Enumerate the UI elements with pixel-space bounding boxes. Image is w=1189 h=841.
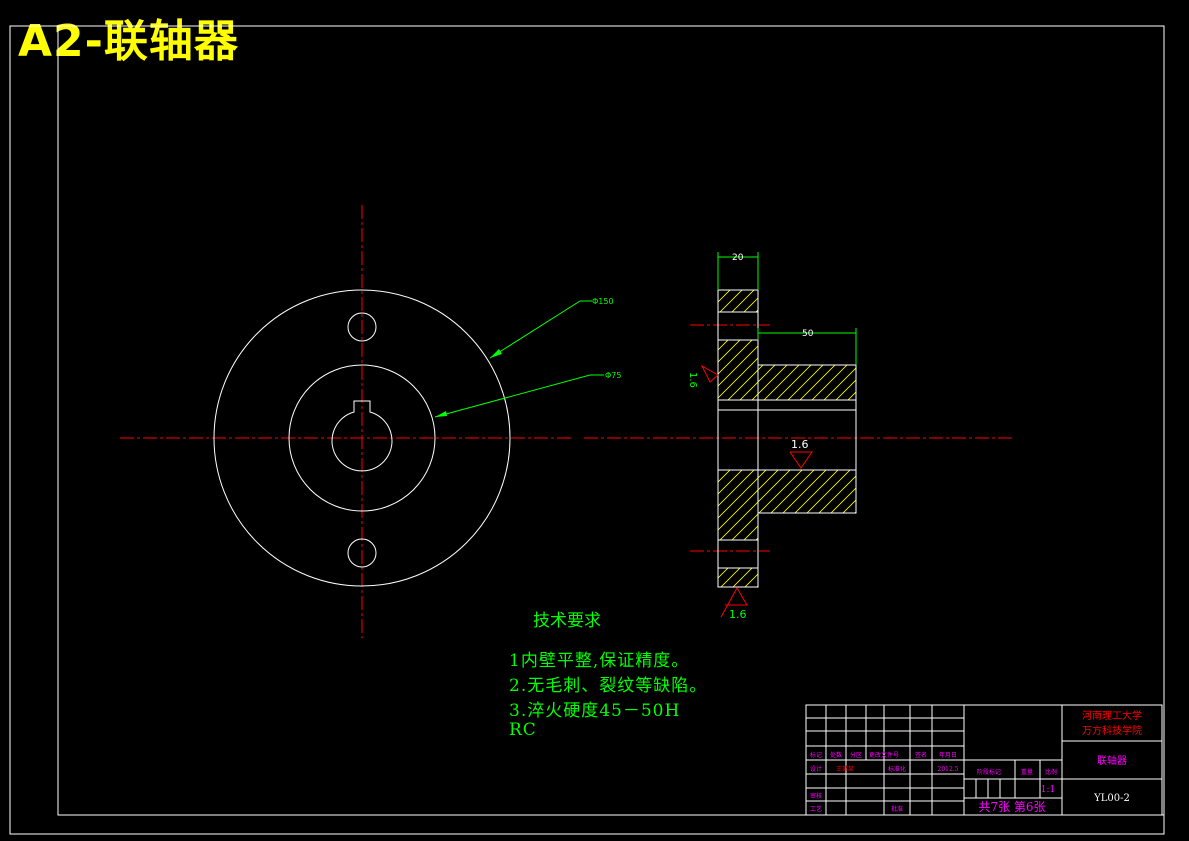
label-zone: 分区 [850, 751, 862, 759]
part-name: 联轴器 [1097, 754, 1127, 767]
leader-d150-arrow [490, 349, 502, 358]
outer-circle-d150 [213, 289, 511, 587]
bolt-hole-bottom [347, 538, 377, 568]
label-date: 年月日 [939, 751, 957, 759]
design-date: 2012.5 [938, 766, 959, 773]
dim-50-label: 50 [802, 329, 814, 339]
inner-frame [57, 25, 1165, 816]
bore-keyway [331, 400, 393, 472]
leader-d75-arrow [435, 411, 447, 417]
title-block [805, 704, 1163, 816]
leaders: Φ150 Φ75 [434, 297, 621, 418]
roughness-mid: 1.6 [789, 438, 813, 469]
hub-hatch-bottom [757, 469, 857, 514]
roughness-bottom-symbol [720, 586, 748, 618]
label-doc: 更改文件号 [869, 751, 899, 759]
roughness-left-value: 1.6 [687, 372, 698, 388]
label-approve: 批准 [891, 805, 903, 813]
label-stage: 阶段标记 [977, 768, 1001, 776]
flange-hatch-2 [717, 339, 759, 401]
bolt-hole-top [347, 312, 377, 342]
tech-req-line-1: 1内壁平整,保证精度。 [509, 651, 690, 671]
school-name-1: 河南理工大学 [1082, 709, 1142, 722]
leader-d150 [489, 300, 592, 359]
roughness-bottom-value: 1.6 [729, 608, 747, 621]
roughness-mid-value: 1.6 [791, 438, 809, 451]
title-block-text: 河南理工大学 万方科技学院 联轴器 YL00-2 标记 处数 分区 更改文件号 … [810, 709, 1142, 814]
sheet-info: 共7张 第6张 [978, 800, 1045, 814]
dim-d150-label: Φ150 [592, 297, 614, 306]
tech-req-line-2: 2.无毛刺、裂纹等缺陷。 [509, 676, 708, 696]
section-view: 20 50 1.6 1.6 1.6 [584, 252, 1012, 621]
label-weight: 重量 [1021, 768, 1033, 776]
label-design: 设计 [810, 765, 822, 773]
hub-hatch-top [757, 364, 857, 401]
dim-20-label: 20 [732, 253, 744, 263]
flange-hatch-4 [717, 567, 759, 588]
flange-hatch-1 [717, 289, 759, 313]
roughness-left-symbol [700, 364, 719, 383]
front-view [120, 205, 572, 638]
label-mark: 标记 [810, 751, 822, 759]
roughness-mid-symbol [789, 451, 813, 469]
label-scale: 比例 [1045, 768, 1057, 776]
designer: 王某某 [836, 766, 854, 773]
roughness-bottom: 1.6 [720, 586, 748, 621]
flange-hatch-3 [717, 469, 759, 541]
leader-d75 [434, 374, 604, 418]
label-count: 处数 [830, 751, 842, 759]
school-name-2: 万方科技学院 [1082, 724, 1142, 737]
label-process: 工艺 [810, 805, 822, 813]
hub-circle-d75 [288, 364, 436, 512]
drawing-number: YL00-2 [1093, 793, 1130, 804]
dim-d75-label: Φ75 [605, 371, 621, 380]
scale-value: 1:1 [1041, 785, 1055, 795]
roughness-left: 1.6 [687, 364, 719, 388]
label-std: 标准化 [888, 765, 906, 773]
tech-req-heading: 技术要求 [533, 611, 601, 631]
label-review: 审核 [810, 792, 822, 800]
label-sign: 签名 [915, 751, 927, 759]
tech-req-line-4: RC [509, 720, 537, 740]
tech-req-line-3: 3.淬火硬度45－50H [509, 701, 681, 721]
drawing-title: A2-联轴器 [18, 16, 239, 67]
